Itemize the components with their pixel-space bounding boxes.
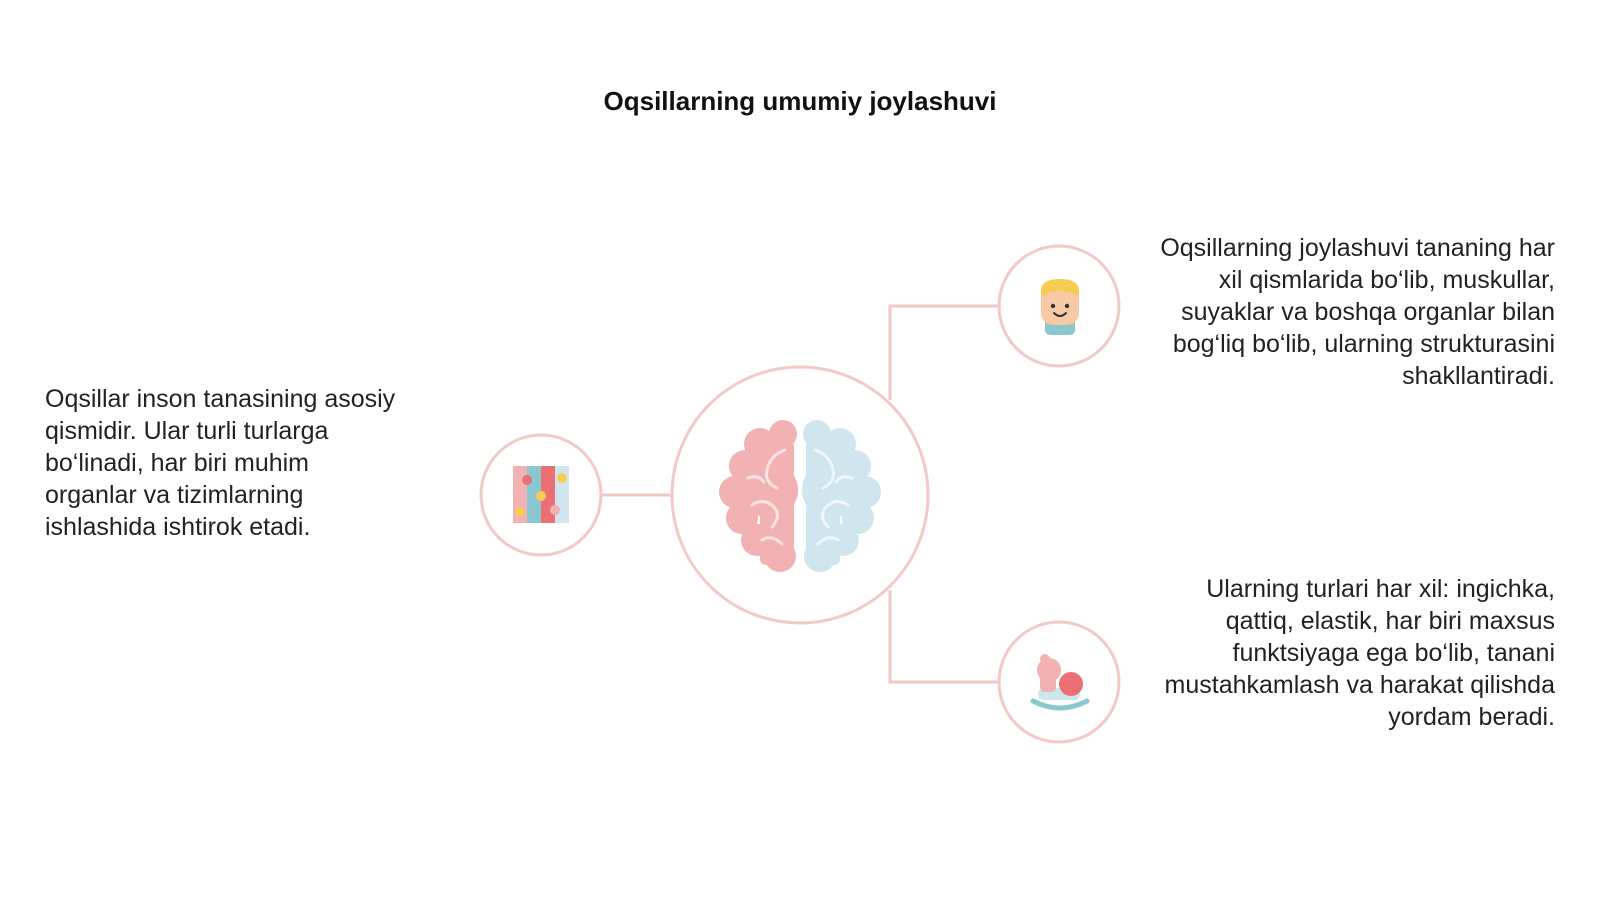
center-circle [670, 365, 930, 625]
node-right-bottom-text: Ularning turlari har xil: ingichka, qatt… [1164, 575, 1555, 731]
puzzle-blocks-icon [513, 466, 569, 523]
node-left-text: Oqsillar inson tanasining asosiy qismidi… [45, 385, 396, 541]
node-right-bottom-circle [997, 620, 1121, 744]
rocking-horse-icon [1030, 654, 1090, 711]
brain-icon [719, 420, 881, 572]
node-left [479, 433, 603, 557]
center-node [670, 365, 930, 625]
node-right-top-text: Oqsillarning joylashuvi tananing har xil… [1160, 234, 1555, 390]
connector-right-top [888, 304, 999, 400]
node-right-top [997, 244, 1121, 368]
connector-right-bottom [888, 590, 999, 684]
node-right-bottom [997, 620, 1121, 744]
connectors [601, 304, 999, 684]
child-face-icon [1041, 279, 1079, 335]
slide-title: Oqsillarning umumiy joylashuvi [603, 86, 997, 116]
